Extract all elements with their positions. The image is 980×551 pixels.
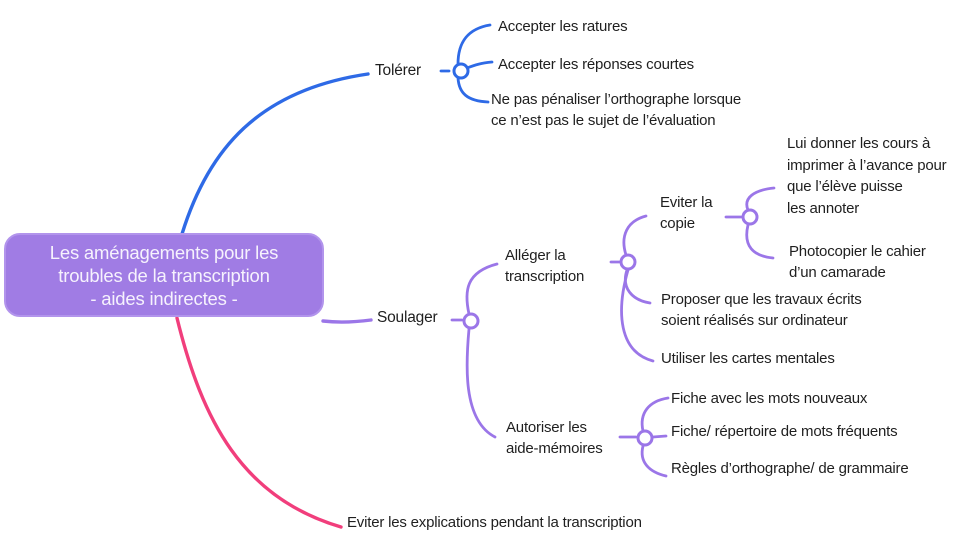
connector-to-fiche-repertoire	[651, 434, 668, 439]
junction-circle-autoriser	[636, 429, 654, 447]
node-soulager: Soulager	[377, 309, 438, 326]
curve-to-ne-pas-penaliser	[456, 76, 490, 104]
junction-circle-eviter-copie	[741, 208, 759, 226]
node-accepter-reponses-courtes: Accepter les réponses courtes	[498, 56, 694, 73]
node-photocopier-cahier: Photocopier le cahier d’un camarade	[789, 243, 926, 281]
curve-to-fiche-nouveaux	[640, 396, 670, 433]
soulager-branch-lines	[321, 186, 776, 478]
curve-to-lui-donner	[745, 186, 776, 212]
connector-root-to-soulager	[321, 318, 373, 324]
curve-to-accepter-reponses	[465, 60, 494, 70]
node-regles-orthographe: Règles d’orthographe/ de grammaire	[671, 460, 909, 477]
junction-circle-alleger	[619, 253, 637, 271]
curve-to-eviter-copie	[622, 214, 648, 257]
node-alleger-transcription: Alléger la transcription	[505, 247, 585, 285]
node-autoriser-aide-memoires: Autoriser les aide-mémoires	[506, 419, 603, 457]
curve-root-to-eviter-explications	[175, 316, 343, 529]
curve-to-alleger	[465, 262, 499, 316]
node-lui-donner-cours: Lui donner les cours à imprimer à l’avan…	[787, 135, 947, 217]
node-accepter-ratures: Accepter les ratures	[498, 18, 628, 35]
node-tolerer: Tolérer	[375, 62, 421, 79]
curve-to-regles	[640, 444, 668, 478]
curve-to-utiliser	[620, 268, 655, 363]
junction-circle-tolerer	[452, 62, 470, 80]
node-utiliser-cartes-mentales: Utiliser les cartes mentales	[661, 350, 835, 367]
node-eviter-copie: Eviter la copie	[660, 194, 713, 232]
junction-circle-soulager	[462, 312, 480, 330]
curve-to-accepter-ratures	[456, 23, 492, 66]
curve-to-photocopier	[745, 223, 775, 260]
node-ne-pas-penaliser: Ne pas pénaliser l’orthographe lorsque c…	[491, 91, 742, 129]
node-fiche-repertoire: Fiche/ répertoire de mots fréquents	[671, 423, 898, 440]
curve-to-proposer	[624, 268, 652, 305]
root-node: Les aménagements pour les troubles de la…	[4, 233, 324, 317]
eviter-explications-branch-lines	[175, 316, 343, 529]
node-fiche-mots-nouveaux: Fiche avec les mots nouveaux	[671, 390, 868, 407]
tolerer-branch-lines	[180, 23, 494, 236]
node-proposer-ordinateur: Proposer que les travaux écrits soient r…	[661, 291, 862, 329]
node-eviter-explications: Eviter les explications pendant la trans…	[347, 514, 642, 531]
curve-root-to-tolerer	[180, 72, 370, 236]
curve-to-autoriser	[465, 327, 497, 439]
